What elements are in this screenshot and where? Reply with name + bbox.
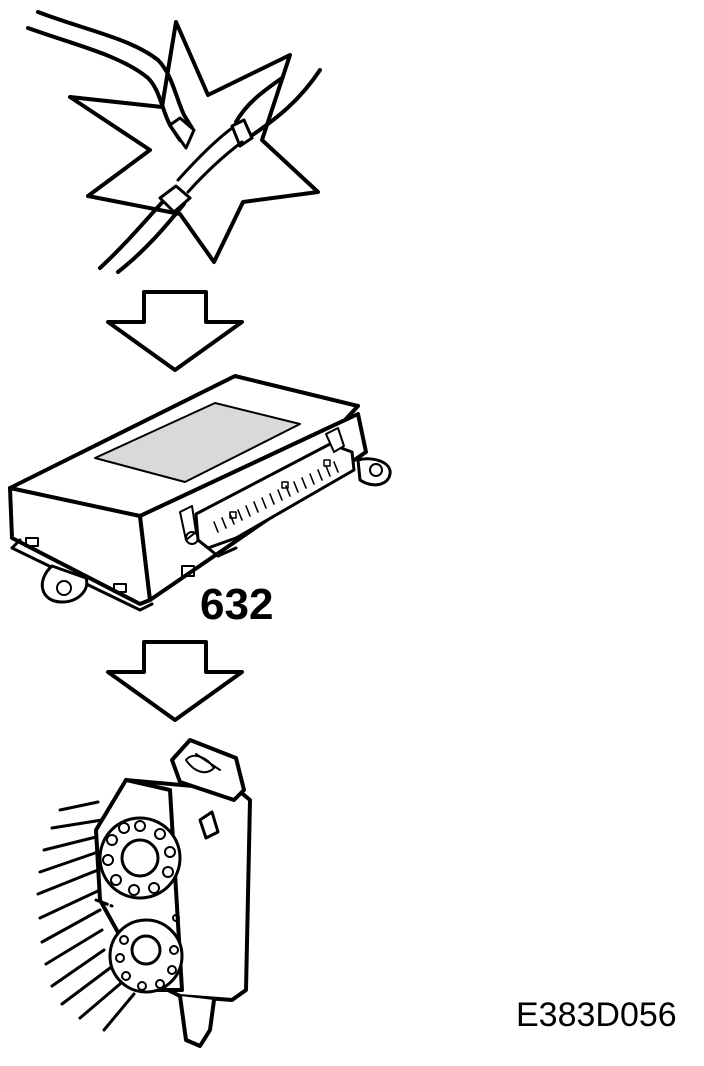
mounting-tab-right	[356, 457, 392, 487]
control-module-illustration	[8, 374, 392, 612]
down-arrow-2-icon	[106, 640, 244, 722]
wire-left	[26, 10, 194, 142]
module-label-panel	[94, 402, 301, 483]
figure-code-label: E383D056	[516, 996, 677, 1034]
connector-release-lever	[178, 994, 216, 1048]
socket-lower	[108, 918, 184, 994]
connector-pins	[213, 461, 339, 533]
wire-right	[234, 68, 322, 140]
radiating-lines	[36, 800, 136, 1032]
part-number-label: 632	[200, 580, 274, 629]
mounting-tab-left	[40, 564, 89, 604]
down-arrow-1-icon	[106, 290, 244, 372]
connector-latch	[170, 738, 246, 802]
connector-plug-illustration	[36, 738, 252, 1048]
damaged-wire-illustration	[26, 10, 322, 274]
spark-burst-icon	[68, 20, 320, 264]
wire-break	[176, 126, 244, 194]
